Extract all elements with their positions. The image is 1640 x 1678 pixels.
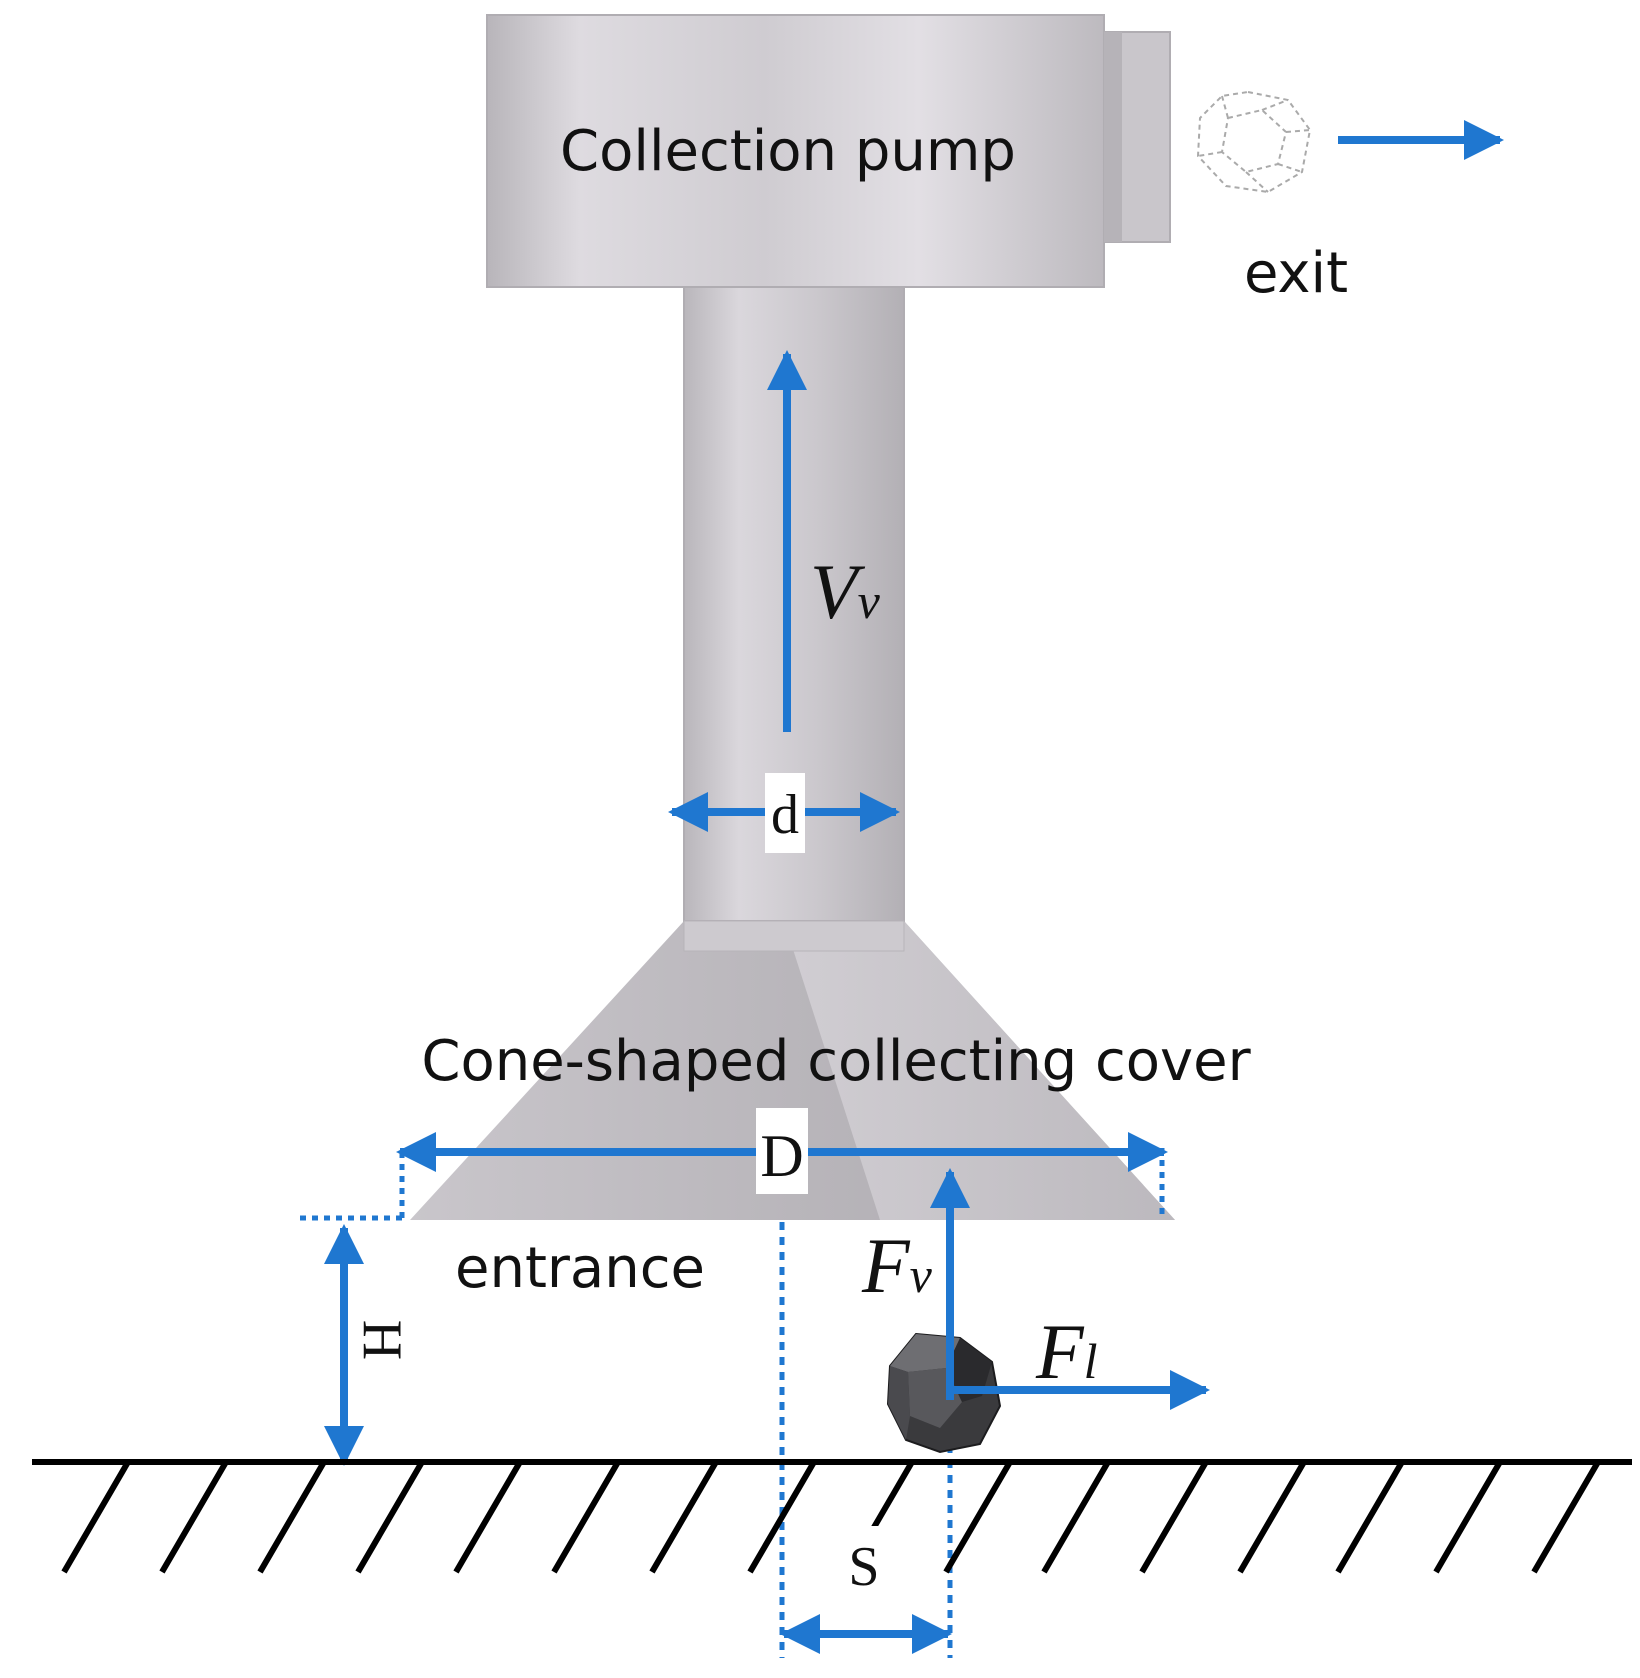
seabed-ground bbox=[32, 1459, 1632, 1574]
exit-nodule-icon bbox=[1196, 90, 1312, 194]
cover-diameter-label: D bbox=[760, 1123, 803, 1189]
pipe-diameter-label: d bbox=[771, 784, 799, 846]
collection-pump bbox=[486, 14, 1171, 288]
cover-label: Cone-shaped collecting cover bbox=[421, 1029, 1251, 1094]
offset-label: S bbox=[848, 1536, 879, 1598]
velocity-label: Vv bbox=[810, 548, 881, 635]
vertical-force-label: Fv bbox=[861, 1222, 933, 1309]
lateral-force-label: Fl bbox=[1035, 1308, 1098, 1395]
height-label: H bbox=[351, 1320, 413, 1360]
D-label-bg bbox=[756, 1108, 808, 1194]
pump-label: Collection pump bbox=[560, 119, 1016, 184]
entrance-label: entrance bbox=[455, 1236, 705, 1301]
S-label-bg bbox=[842, 1526, 882, 1596]
nodule-icon bbox=[886, 1332, 1002, 1454]
d-label-bg bbox=[765, 773, 805, 853]
exit-label: exit bbox=[1244, 241, 1348, 306]
